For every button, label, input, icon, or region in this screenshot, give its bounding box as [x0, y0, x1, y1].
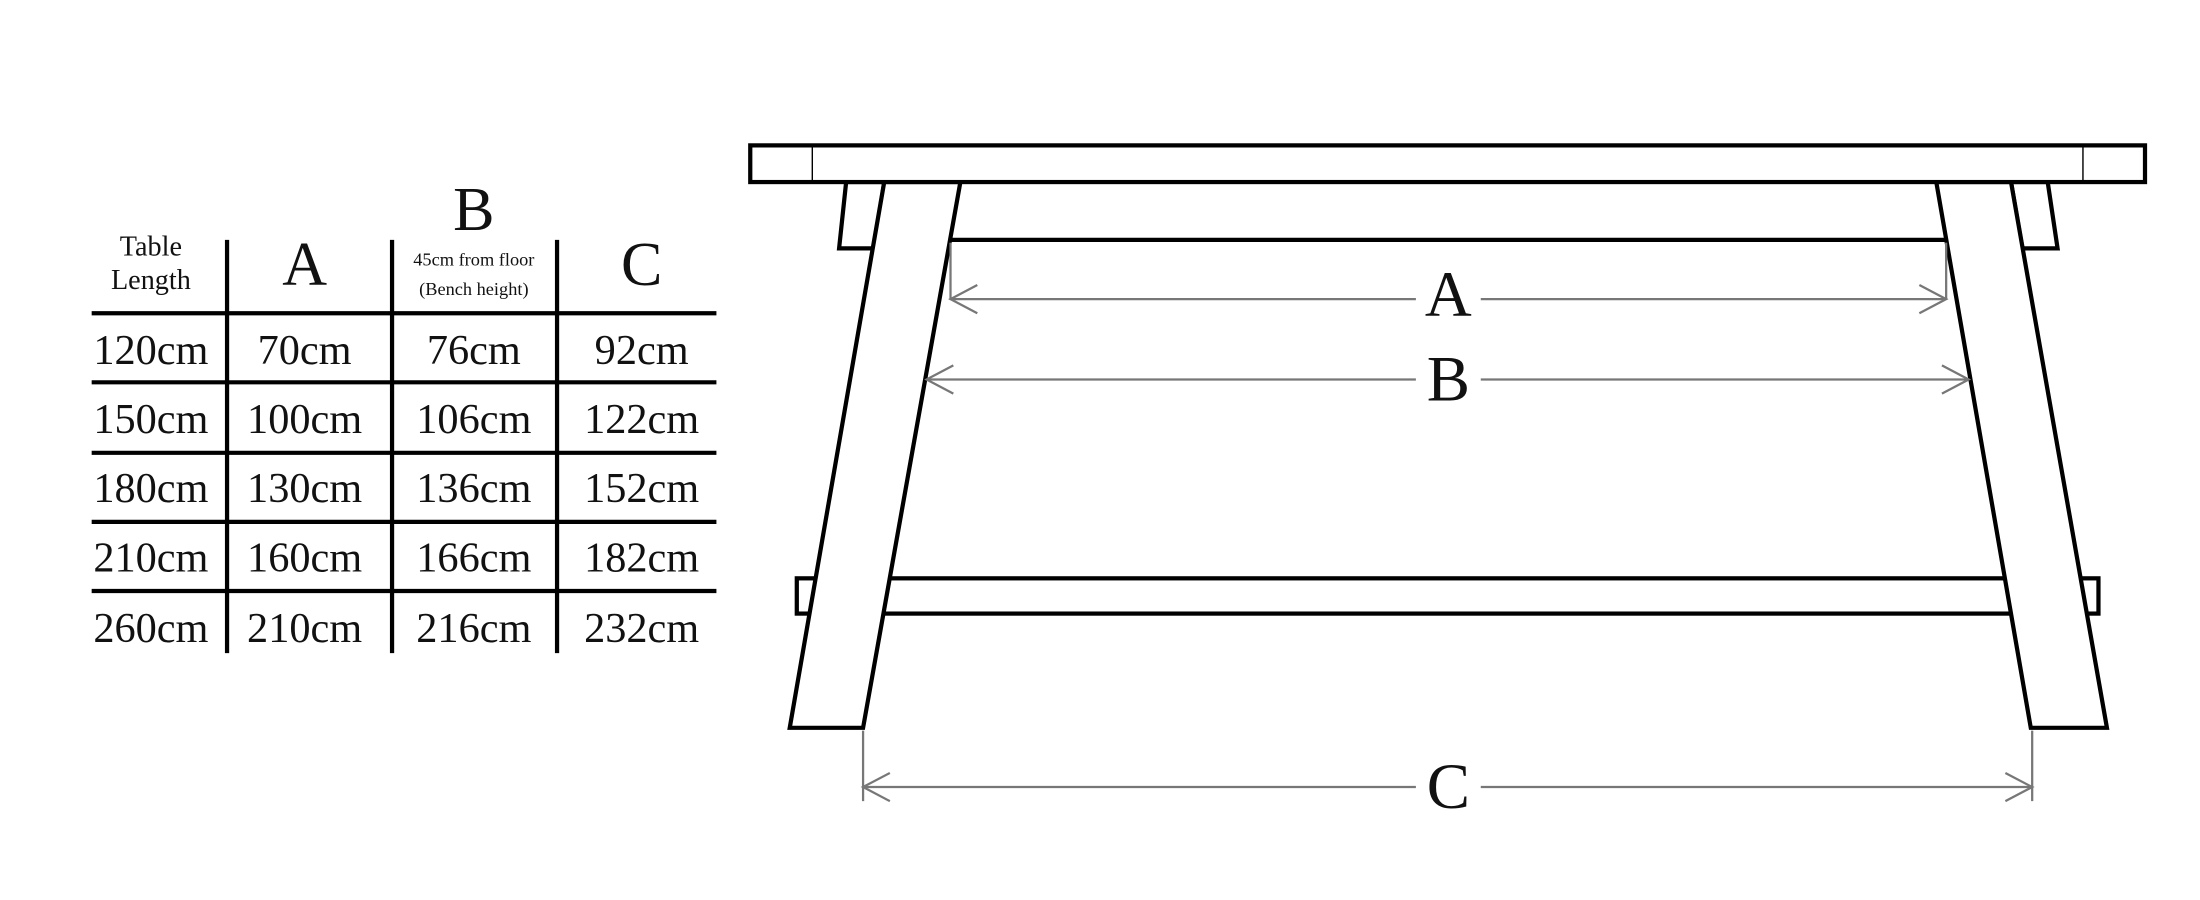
arrowhead-icon — [1941, 364, 1972, 395]
cell-c: 182cm — [584, 534, 699, 581]
arrowhead-icon — [948, 284, 978, 315]
table-row: 260cm 210cm 216cm 232cm — [93, 605, 699, 652]
cell-length: 260cm — [93, 605, 208, 652]
table-grid-lines — [91, 239, 717, 654]
dimension-c: C — [860, 730, 2035, 823]
arrowhead-icon — [924, 364, 954, 395]
header-b: B — [453, 176, 494, 244]
table-row: 150cm 100cm 106cm 122cm — [93, 396, 699, 443]
header-a: A — [282, 231, 327, 299]
cell-b: 106cm — [416, 396, 531, 443]
dimension-a: A — [948, 242, 1949, 331]
size-table: Table Length A B 45cm from floor (Bench … — [91, 176, 717, 654]
cell-length: 150cm — [93, 396, 208, 443]
cell-length: 210cm — [93, 534, 208, 581]
header-b-note-line2: (Bench height) — [419, 279, 528, 300]
cell-length: 120cm — [93, 327, 208, 374]
table-row: 210cm 160cm 166cm 182cm — [93, 534, 699, 581]
dimension-label-c: C — [1427, 751, 1470, 823]
cell-b: 76cm — [427, 327, 521, 374]
table-row: 180cm 130cm 136cm 152cm — [93, 465, 699, 512]
cell-a: 130cm — [247, 465, 362, 512]
header-table-length-line2: Length — [111, 265, 191, 296]
cell-c: 122cm — [584, 396, 699, 443]
arrowhead-icon — [1918, 284, 1949, 315]
cell-b: 216cm — [416, 605, 531, 652]
cell-b: 166cm — [416, 534, 531, 581]
header-table-length-line1: Table — [120, 231, 182, 262]
cell-a: 70cm — [258, 327, 352, 374]
table-row: 120cm 70cm 76cm 92cm — [93, 327, 688, 374]
arrowhead-icon — [2004, 771, 2035, 803]
cell-b: 136cm — [416, 465, 531, 512]
tabletop — [748, 143, 2148, 185]
arrowhead-icon — [860, 771, 891, 803]
cell-c: 92cm — [595, 327, 689, 374]
cell-a: 100cm — [247, 396, 362, 443]
left-leg — [787, 179, 963, 730]
header-c: C — [621, 231, 662, 299]
cell-a: 210cm — [247, 605, 362, 652]
dimension-label-a: A — [1425, 259, 1472, 331]
cell-c: 232cm — [584, 605, 699, 652]
dimension-b: B — [924, 344, 1972, 416]
lower-stretcher — [794, 576, 2101, 616]
dimension-label-b: B — [1427, 344, 1470, 416]
cell-c: 152cm — [584, 465, 699, 512]
header-b-note-line1: 45cm from floor — [413, 249, 534, 269]
right-leg — [1933, 179, 2110, 730]
cell-length: 180cm — [93, 465, 208, 512]
table-drawing — [748, 143, 2148, 730]
cell-a: 160cm — [247, 534, 362, 581]
